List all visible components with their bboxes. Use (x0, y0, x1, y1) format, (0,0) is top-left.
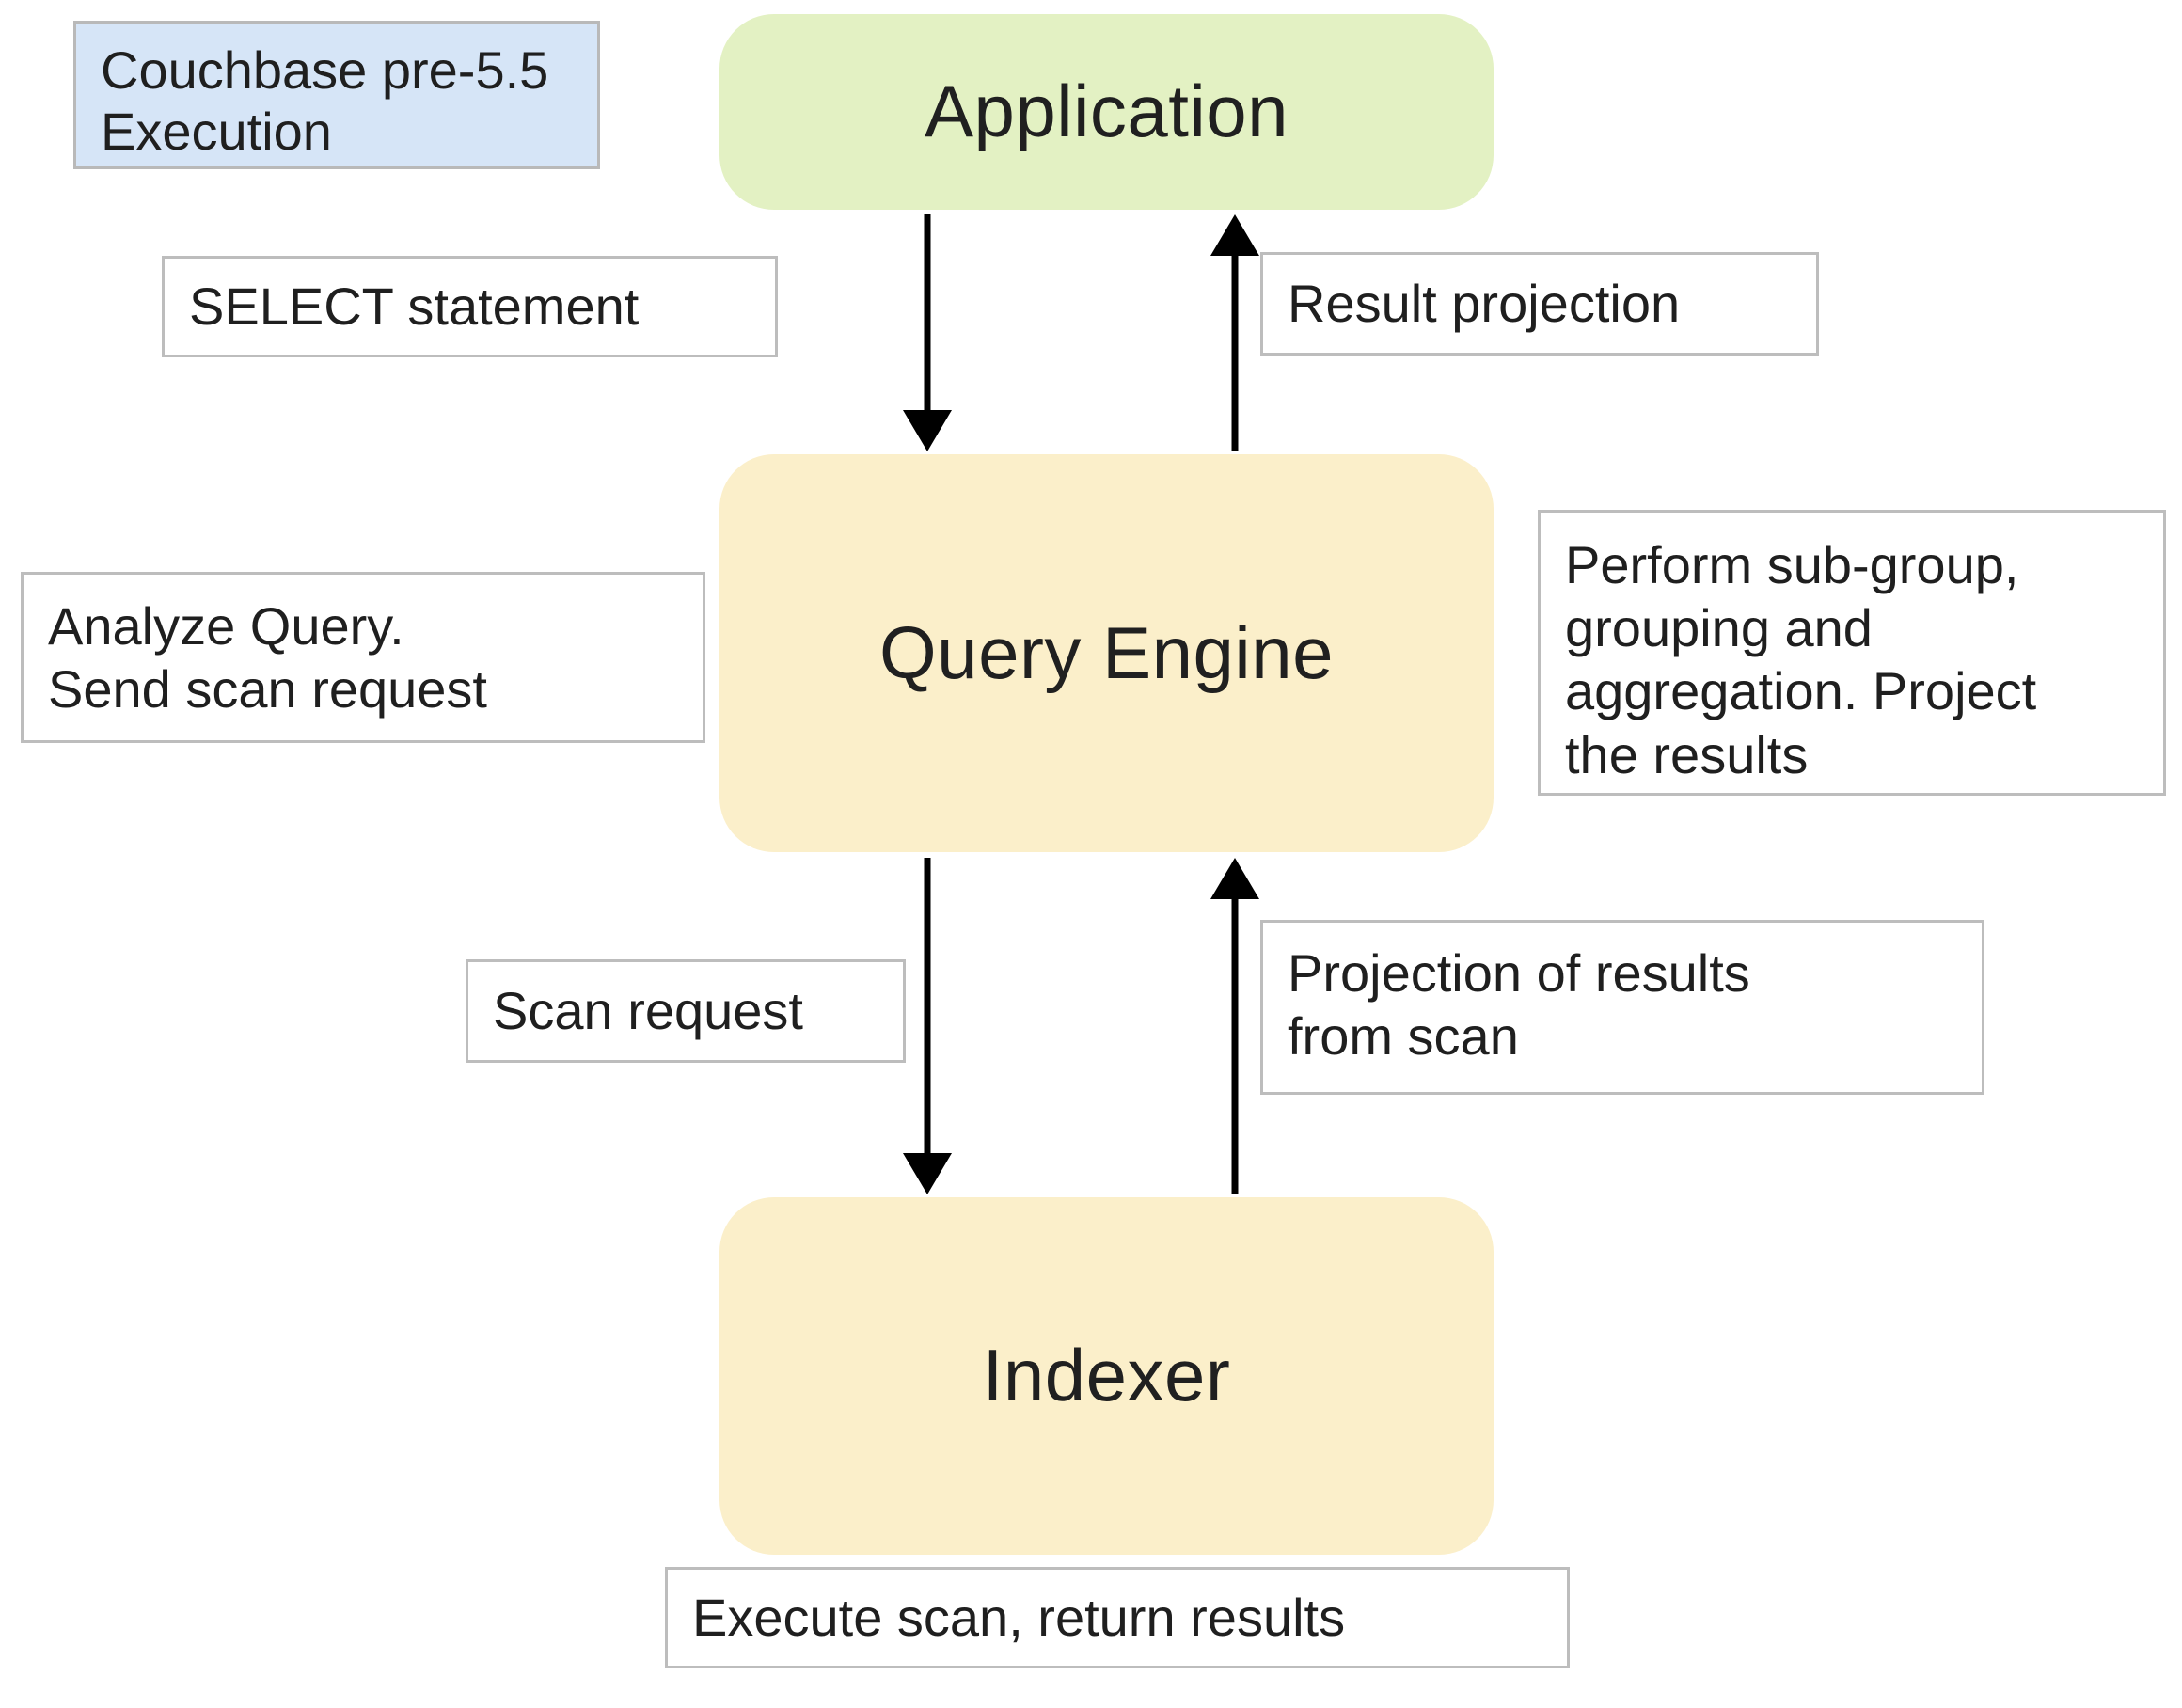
edge-label-projection-of-results-from-scan: Projection of results from scan (1260, 920, 1984, 1095)
node-application-label: Application (924, 70, 1289, 153)
annotation-text: Perform sub-group, grouping and aggregat… (1565, 535, 2037, 784)
arrowhead-down-icon (903, 410, 952, 451)
node-query-engine[interactable]: Query Engine (719, 454, 1494, 852)
edge-label-text: Projection of results from scan (1288, 943, 1750, 1067)
node-indexer-label: Indexer (982, 1334, 1231, 1417)
annotation-perform-grouping-aggregation: Perform sub-group, grouping and aggregat… (1538, 510, 2166, 796)
annotation-analyze-query: Analyze Query. Send scan request (21, 572, 705, 743)
arrow-shaft (924, 858, 931, 1153)
annotation-execute-scan-return-results: Execute scan, return results (665, 1567, 1570, 1668)
node-indexer[interactable]: Indexer (719, 1197, 1494, 1555)
arrowhead-down-icon (903, 1153, 952, 1194)
edge-label-text: Scan request (493, 981, 803, 1041)
edge-label-text: Result projection (1288, 274, 1681, 334)
arrow-shaft (924, 214, 931, 410)
arrowhead-up-icon (1210, 858, 1259, 899)
node-application[interactable]: Application (719, 14, 1494, 210)
arrow-shaft (1231, 256, 1239, 451)
edge-label-result-projection: Result projection (1260, 252, 1819, 356)
legend-label: Couchbase pre-5.5 Execution (101, 40, 549, 161)
annotation-text: Execute scan, return results (692, 1588, 1346, 1648)
edge-label-select-statement: SELECT statement (162, 256, 778, 357)
annotation-text: Analyze Query. Send scan request (48, 595, 487, 719)
legend-couchbase-pre-55-execution: Couchbase pre-5.5 Execution (73, 21, 600, 169)
node-query-engine-label: Query Engine (879, 610, 1334, 694)
arrowhead-up-icon (1210, 214, 1259, 256)
arrow-shaft (1231, 899, 1239, 1194)
edge-label-text: SELECT statement (189, 277, 640, 337)
edge-label-scan-request: Scan request (466, 959, 906, 1063)
